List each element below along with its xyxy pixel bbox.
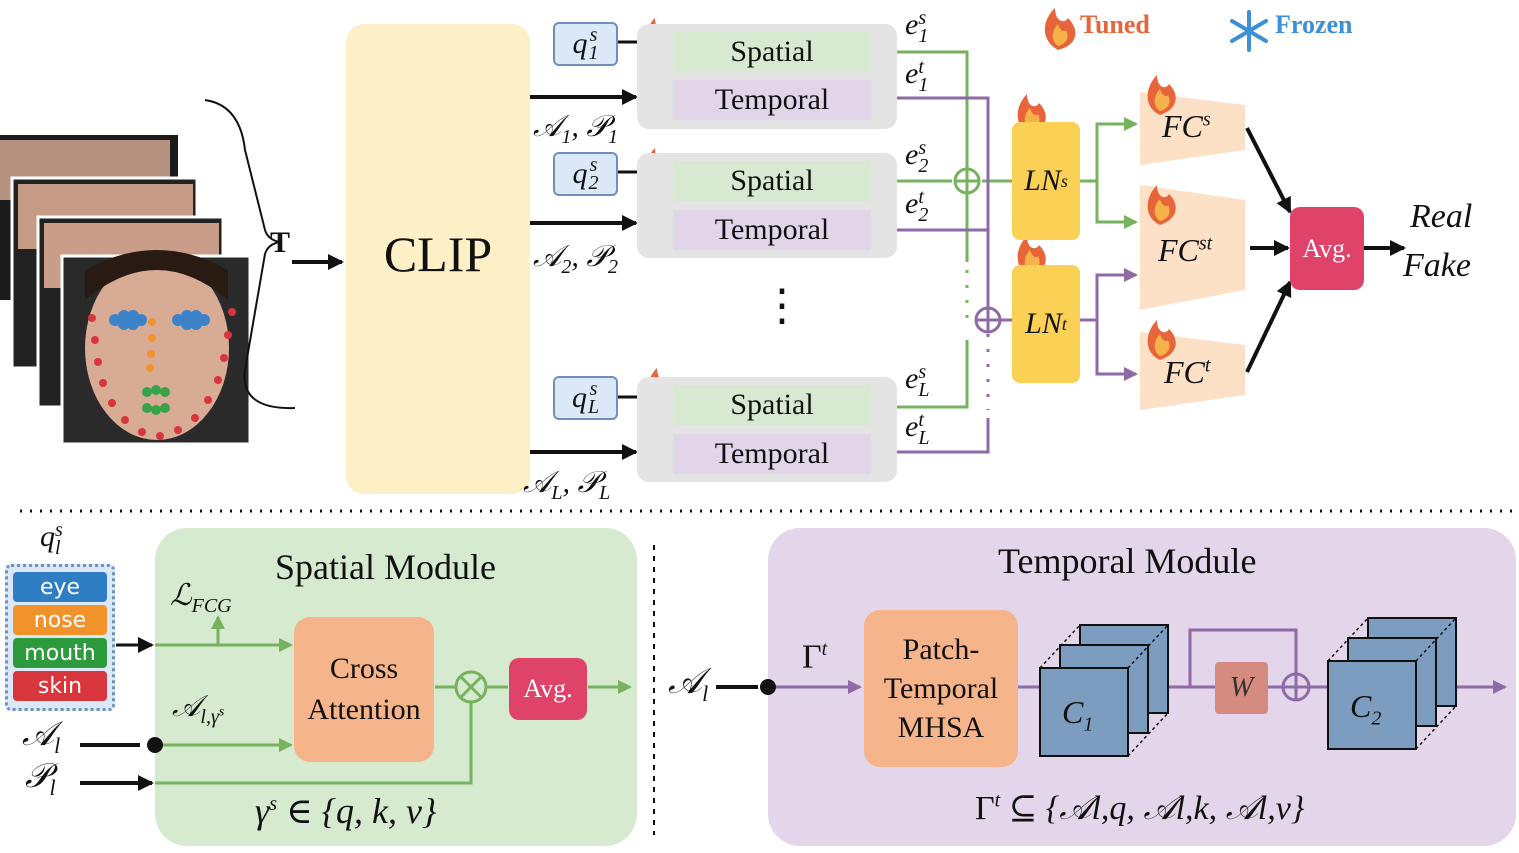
layers-ellipsis: ⋮ — [760, 281, 804, 330]
fcg-loss-label: ℒFCG — [170, 579, 232, 617]
layer-L-io-label: 𝒜L, 𝒫L — [523, 466, 611, 504]
spatial-input-a: 𝒜l — [22, 716, 61, 758]
patch-temporal-mhsa-box: Patch-Temporal MHSA — [864, 610, 1018, 767]
layer-1-io-label: 𝒜1, 𝒫1 — [533, 110, 619, 148]
legend-frozen: Frozen — [1275, 10, 1353, 39]
w-box: W — [1215, 662, 1268, 714]
frozen-snowflake-icon — [1230, 10, 1268, 52]
temporal-module-title: Temporal Module — [998, 541, 1257, 581]
c1-tensor-stack — [1039, 624, 1169, 757]
frames-label: T — [270, 226, 291, 259]
frames-brace — [204, 99, 296, 410]
output-real: Real — [1410, 198, 1473, 235]
fusion-avg-box: Avg. — [1290, 207, 1364, 290]
fc-t-label: FCt — [1164, 354, 1211, 390]
region-query-panel: eye nose mouth skin — [5, 564, 115, 711]
temporal-input-a: 𝒜l — [668, 661, 709, 707]
region-skin: skin — [13, 671, 107, 701]
layer-L-temporal: Temporal — [673, 434, 871, 474]
fc-st-label: FCst — [1158, 232, 1213, 268]
layer-2-spatial: Spatial — [673, 161, 871, 201]
temporal-gamma-label: Γt — [802, 638, 828, 676]
spatial-attn-label: 𝒜l,γs — [172, 690, 225, 728]
layer-1-spatial: Spatial — [673, 32, 871, 72]
c2-label: C2 — [1350, 688, 1382, 730]
spatial-input-p: 𝒫l — [25, 758, 56, 800]
clip-encoder: CLIP — [346, 24, 530, 494]
spatial-module-title: Spatial Module — [275, 547, 496, 587]
layer-L-spatial: Spatial — [673, 385, 871, 425]
layer-2-io-label: 𝒜2, 𝒫2 — [533, 240, 619, 278]
output-fake: Fake — [1403, 247, 1471, 284]
layer-2-temporal: Temporal — [673, 210, 871, 250]
temporal-gamma-set: Γt ⊆ {𝒜l,q, 𝒜l,k, 𝒜l,v} — [975, 789, 1305, 827]
cross-attention-box: Cross Attention — [294, 617, 434, 762]
region-eye: eye — [13, 572, 107, 602]
clip-label: CLIP — [383, 226, 493, 282]
spatial-gamma-set: γs ∈ {q, k, v} — [255, 791, 437, 831]
region-mouth: mouth — [13, 638, 107, 668]
layer-1-temporal: Temporal — [673, 80, 871, 120]
face-frames — [0, 135, 252, 446]
fc-s-label: FCs — [1162, 108, 1211, 144]
region-nose: nose — [13, 605, 107, 635]
spatial-avg-box: Avg. — [509, 658, 587, 720]
c1-label: C1 — [1062, 694, 1094, 736]
legend-tuned: Tuned — [1080, 10, 1150, 39]
